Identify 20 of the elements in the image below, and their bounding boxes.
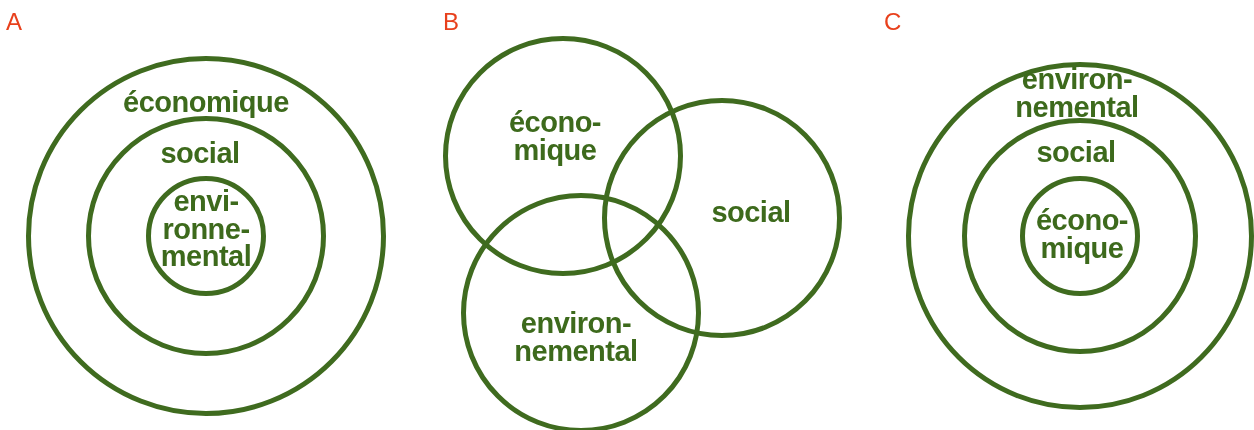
circle (146, 176, 266, 296)
circle (86, 116, 326, 356)
circle-label: envi- ronne- mental (159, 187, 253, 271)
circle-label: social (1035, 139, 1117, 167)
circle-label: économique (122, 89, 290, 117)
panel-letter: A (6, 8, 22, 36)
circle-label: social (710, 199, 792, 227)
circle-label: écono- mique (1034, 207, 1130, 263)
circle-label: environ- nemental (1014, 66, 1140, 122)
circle-label: social (159, 140, 241, 168)
circle-label: environ- nemental (513, 310, 639, 366)
circle-label: écono- mique (507, 109, 603, 165)
circle (26, 56, 386, 416)
circle (906, 62, 1254, 410)
circle (962, 118, 1198, 354)
circle (461, 193, 701, 430)
circle (1020, 176, 1140, 296)
circle (443, 36, 683, 276)
panel-letter: B (443, 8, 459, 36)
panel-letter: C (884, 8, 902, 36)
